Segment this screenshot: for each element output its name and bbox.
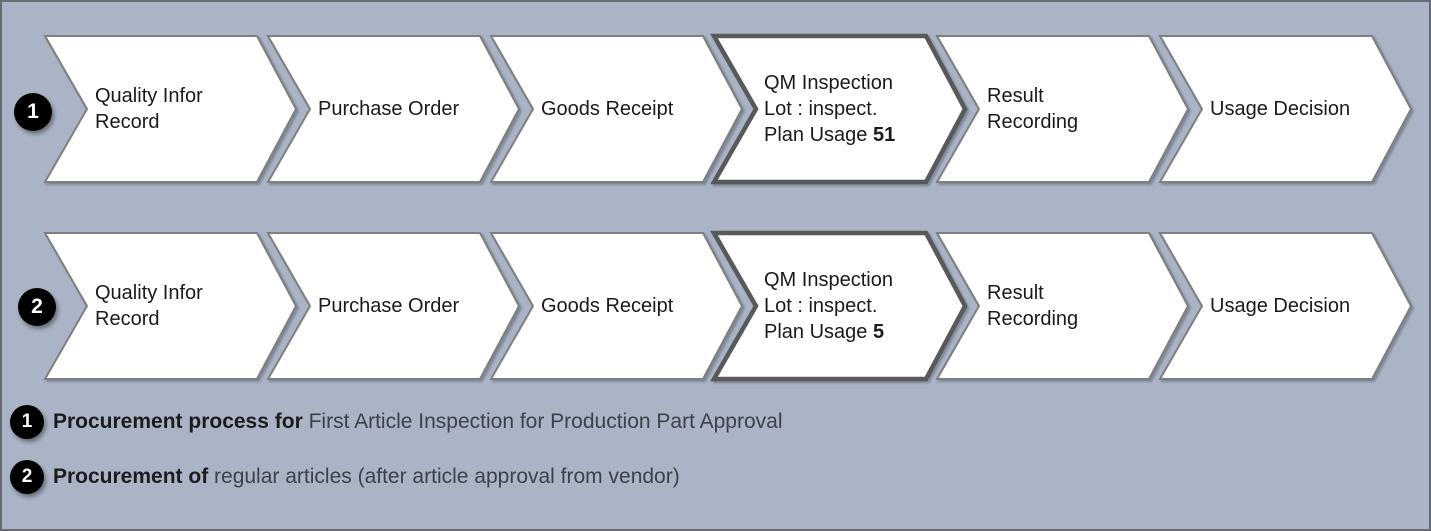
chevron-arrow-polygon [1158, 232, 1413, 380]
chevron-usage-decision-row2: Usage Decision [1158, 232, 1413, 380]
legend-rest-1: First Article Inspection for Production … [308, 410, 783, 433]
chevron-arrow-shape [489, 232, 744, 380]
chevron-arrow-polygon [710, 33, 968, 185]
legend-item-1: 1 Procurement process for First Article … [10, 405, 1419, 439]
step-label-line: Record [95, 308, 160, 330]
chevron-arrow-polygon [266, 232, 521, 380]
step-label-line: Lot : inspect. [764, 295, 878, 317]
chevron-usage-decision-row1: Usage Decision [1158, 35, 1413, 183]
legend-strong-1: Procurement process for [53, 410, 309, 433]
legend-rest-2: regular articles (after article approval… [214, 465, 680, 488]
chevron-arrow-polygon [935, 232, 1190, 380]
legend-item-2: 2 Procurement of regular articles (after… [10, 460, 1419, 494]
chevron-arrow-polygon [489, 232, 744, 380]
legend-text-2: Procurement of regular articles (after a… [53, 465, 680, 489]
step-label-line: Purchase Order [318, 98, 460, 120]
step-label-bold-value: 5 [872, 321, 885, 343]
step-label-line: Goods Receipt [541, 98, 674, 120]
legend-badge-2: 2 [10, 460, 44, 494]
chevron-arrow-polygon [710, 230, 968, 382]
chevron-purchase-order-row1: Purchase Order [266, 35, 521, 183]
row-2-number-badge: 2 [18, 288, 56, 326]
step-label-line: Plan Usage 51 [764, 124, 896, 146]
step-label-line: Plan Usage 5 [764, 321, 885, 343]
chevron-purchase-order-row2: Purchase Order [266, 232, 521, 380]
step-label-line: QM Inspection [764, 269, 893, 291]
chevron-arrow-shape [935, 35, 1190, 183]
step-label: Usage Decision [1210, 35, 1408, 183]
step-label-line: Recording [987, 111, 1079, 133]
step-label: Purchase Order [318, 232, 516, 380]
chevron-arrow-polygon [43, 35, 298, 183]
step-label-line: Purchase Order [318, 295, 460, 317]
step-label-line: Usage Decision [1210, 295, 1351, 317]
step-label-line: Result [987, 85, 1044, 107]
step-label-line: Goods Receipt [541, 295, 674, 317]
step-label-line: Quality Infor [95, 85, 203, 107]
step-label-line: Quality Infor [95, 282, 203, 304]
legend-text-1: Procurement process for First Article In… [53, 410, 782, 434]
chevron-arrow-shape [935, 232, 1190, 380]
legend-badge-1: 1 [10, 405, 44, 439]
row-1-number-badge: 1 [14, 93, 52, 131]
step-label: Goods Receipt [541, 232, 739, 380]
chevron-arrow-shape [43, 232, 298, 380]
chevron-arrow-shape [266, 35, 521, 183]
chevron-arrow-shape [1158, 232, 1413, 380]
step-label-line: Record [95, 111, 160, 133]
step-label-line: Lot : inspect. [764, 98, 878, 120]
chevron-arrow-shape [489, 35, 744, 183]
chevron-arrow-polygon [489, 35, 744, 183]
chevron-goods-receipt-row2: Goods Receipt [489, 232, 744, 380]
step-label-line: Result [987, 282, 1044, 304]
chevron-arrow-polygon [1158, 35, 1413, 183]
step-label-line: Usage Decision [1210, 98, 1351, 120]
step-label-bold-value: 51 [872, 124, 896, 146]
chevron-arrow-shape [266, 232, 521, 380]
chevron-arrow-shape [1158, 35, 1413, 183]
step-label-line: Recording [987, 308, 1079, 330]
chevron-arrow-shape [710, 230, 968, 382]
chevron-arrow-polygon [935, 35, 1190, 183]
chevron-arrow-shape [43, 35, 298, 183]
legend-strong-2: Procurement of [53, 465, 215, 488]
step-label: Purchase Order [318, 35, 516, 183]
chevron-arrow-shape [710, 33, 968, 185]
chevron-arrow-polygon [266, 35, 521, 183]
chevron-goods-receipt-row1: Goods Receipt [489, 35, 744, 183]
step-label: Usage Decision [1210, 232, 1408, 380]
chevron-arrow-polygon [43, 232, 298, 380]
step-label-line: QM Inspection [764, 72, 893, 94]
step-label: Goods Receipt [541, 35, 739, 183]
